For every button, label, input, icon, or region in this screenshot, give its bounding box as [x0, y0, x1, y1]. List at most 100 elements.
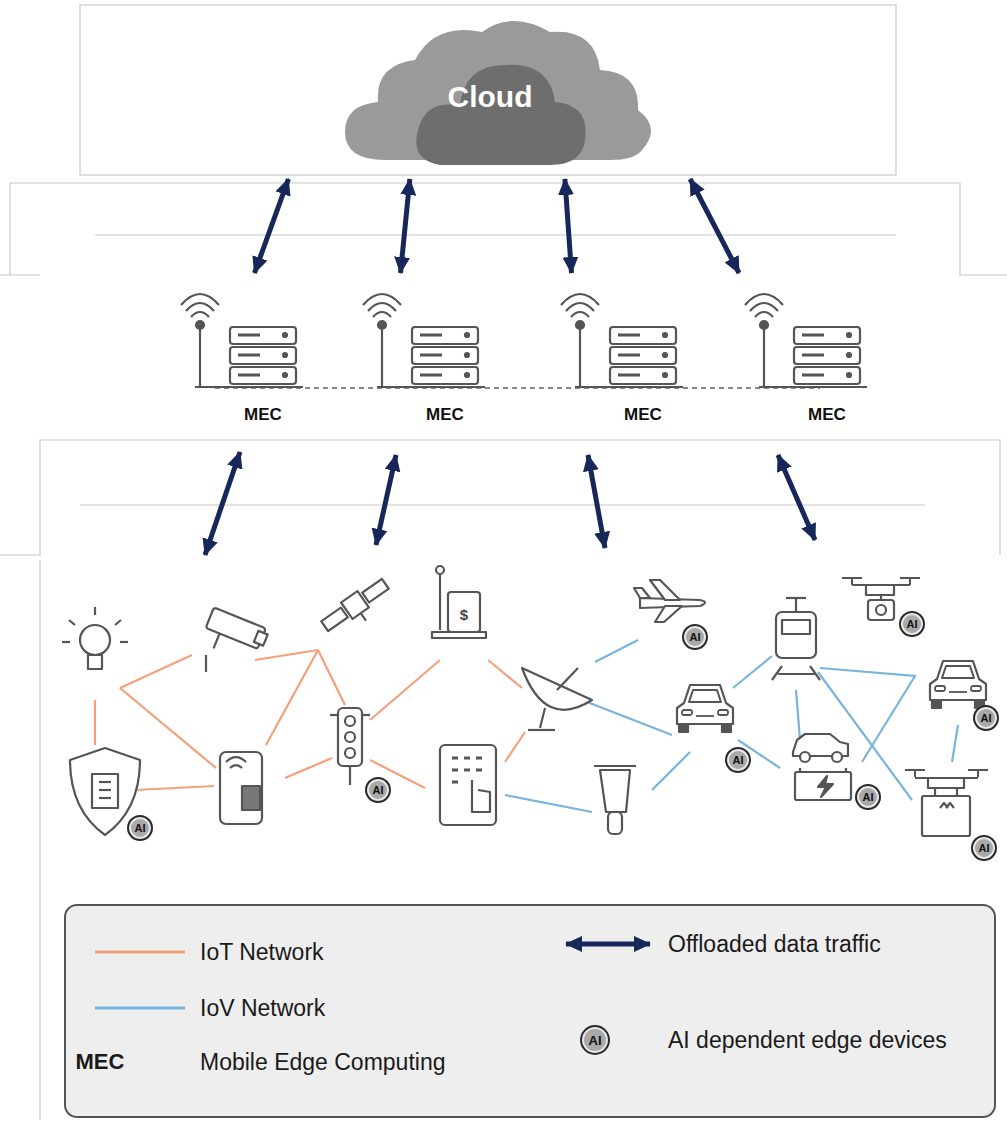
satellite-icon-part [362, 579, 389, 603]
mec-label: MEC [581, 405, 705, 425]
offload-connector [690, 179, 739, 273]
mec-server-icon-part [283, 373, 287, 377]
dish-icon-part [540, 708, 545, 728]
mec-server-icon [175, 285, 325, 395]
train-icon-part [776, 612, 816, 658]
panel-frames-part [39, 560, 40, 1120]
ai-badge: AI [855, 784, 881, 810]
mec-server-icon-part [663, 373, 667, 377]
mec-server-icon-part [465, 333, 469, 337]
iot-link-part [255, 650, 318, 660]
cloud-shape-part [416, 65, 585, 165]
price-symbol: $ [460, 606, 468, 623]
ai-badge: AI [725, 747, 751, 773]
bulb-icon-part [120, 641, 128, 643]
ai-badge: AI [899, 611, 925, 637]
car-icon [677, 685, 733, 732]
mec-server-icon-part [561, 294, 599, 317]
ev-icon-part [795, 772, 851, 800]
offload-arrow-part [205, 452, 240, 555]
iov-link-part [733, 656, 772, 688]
delivery-drone-icon-part [940, 803, 954, 808]
legend-ai-badge: AI [589, 1034, 602, 1047]
ai-label: AI [863, 792, 874, 803]
iov-link-part [582, 700, 672, 735]
panel-frames-part [95, 234, 896, 235]
mec-server-icon-part [181, 294, 219, 317]
traffic-light-icon-part [345, 716, 355, 726]
train-icon-part [786, 597, 806, 599]
drone-camera-icon-part [866, 585, 894, 595]
drone-camera-icon-part [876, 605, 886, 615]
mec-server-icon-part [199, 329, 201, 387]
iot-link-part [505, 732, 525, 762]
camera-icon [200, 607, 270, 665]
mec-server-icon-part [378, 321, 386, 329]
traffic-light-icon-part [349, 766, 351, 785]
mec-node: MEC [175, 285, 325, 425]
iov-link-part [796, 690, 800, 740]
dish-icon-part [528, 729, 555, 731]
ai-label: AI [981, 713, 992, 724]
mec-server-icon-part [847, 353, 851, 357]
plane-icon-part [634, 588, 650, 598]
legend-mec-symbol: MEC [76, 1049, 125, 1075]
ai-badge: AI [971, 835, 997, 861]
mec-server-icon-part [377, 386, 485, 388]
mec-server-icon [739, 285, 889, 395]
mec-server-icon-part [663, 333, 667, 337]
traffic-light-icon-part [345, 748, 355, 758]
mec-server-icon-part [465, 353, 469, 357]
ai-label: AI [907, 619, 918, 630]
cloud-node: Cloud [250, 10, 730, 175]
train-icon-part [795, 598, 797, 612]
mec-node: MEC [357, 285, 507, 425]
building-shield-icon-part [99, 781, 111, 783]
tablet-icon [440, 745, 496, 825]
tablet-icon-part [472, 780, 490, 812]
traffic-light-icon-part [338, 708, 362, 766]
pay-station-icon-part [436, 566, 444, 574]
mec-server-icon-part [847, 333, 851, 337]
bulb-icon-part [115, 620, 121, 625]
iot-link-part [318, 650, 345, 705]
mec-server-icon-part [196, 321, 204, 329]
mec-server-icon-part [759, 386, 867, 388]
mec-label: MEC [383, 405, 507, 425]
mec-server-icon-part [663, 353, 667, 357]
iov-link-part [952, 725, 958, 762]
offload-arrow-part [778, 455, 815, 540]
tablet-icon-part [452, 758, 482, 782]
drone-camera-icon-part [900, 578, 920, 585]
train-icon-part [778, 673, 815, 675]
plane-icon-part [655, 606, 682, 622]
bulb-icon-part [88, 655, 102, 669]
camera-mount [205, 655, 207, 672]
pay-station-icon [432, 566, 486, 638]
device-icons [62, 566, 988, 836]
traffic-light-icon-part [330, 714, 338, 716]
drone-camera-icon-part [868, 600, 894, 620]
legend-box-part [65, 905, 995, 1117]
iot-link-part [266, 650, 318, 745]
mec-node: MEC [555, 285, 705, 425]
ai-badge: AI [127, 815, 153, 841]
mec-server-icon-part [575, 386, 683, 388]
mec-server-icon-part [465, 373, 469, 377]
mec-server-icon-part [283, 333, 287, 337]
mec-server-icon-part [576, 321, 584, 329]
mec-server-icon-part [802, 335, 824, 375]
mec-node: MEC [739, 285, 889, 425]
mec-server-icon-part [381, 329, 383, 387]
offload-connector [401, 179, 410, 273]
legend-box [65, 905, 995, 1117]
bulb-icon-part [94, 607, 96, 615]
offload-connector [565, 179, 572, 273]
mec-server-icon-part [618, 335, 640, 375]
ai-label: AI [690, 632, 701, 643]
drone-camera-icon-part [842, 578, 862, 585]
iot-link-part [94, 700, 96, 745]
phone-icon-part [220, 752, 262, 824]
legend-text: AI dependent edge devices [668, 1027, 947, 1054]
building-shield-icon-part [99, 789, 111, 791]
